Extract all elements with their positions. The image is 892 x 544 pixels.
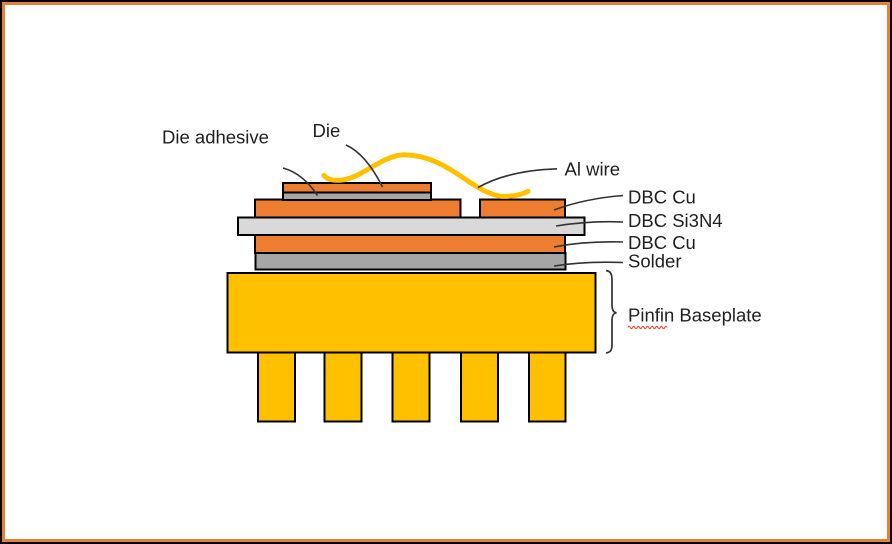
svg-text:Solder: Solder — [628, 251, 681, 272]
svg-text:Die adhesive: Die adhesive — [162, 127, 269, 148]
svg-text:DBC Cu: DBC Cu — [628, 187, 696, 208]
svg-text:Pinfin Baseplate: Pinfin Baseplate — [628, 305, 762, 326]
svg-text:Die: Die — [313, 120, 341, 141]
svg-text:Al wire: Al wire — [565, 159, 621, 180]
svg-text:DBC Si3N4: DBC Si3N4 — [628, 210, 723, 231]
svg-text:DBC Cu: DBC Cu — [628, 232, 696, 253]
